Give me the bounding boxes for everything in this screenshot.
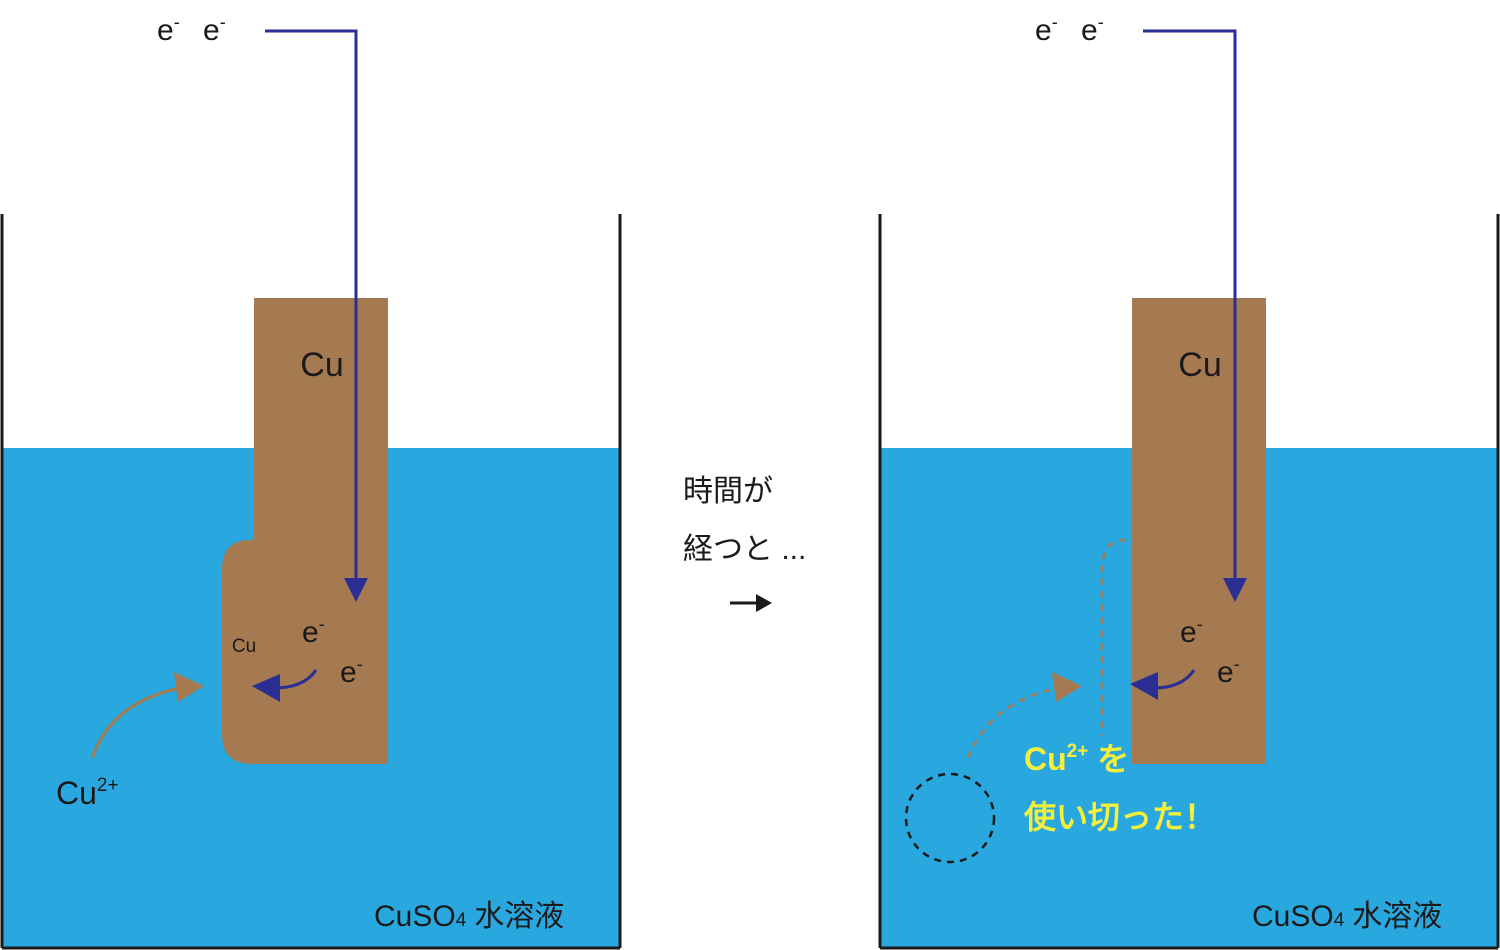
- right-missing-ion-circle: [904, 772, 996, 864]
- right-used-up-line2: 使い切った！: [1023, 799, 1216, 835]
- middle-text-line2: 経つと ...: [683, 533, 806, 566]
- left-electron-wire-arrowhead: [344, 578, 368, 602]
- left-ion-arrow: [90, 686, 181, 759]
- middle-arrow-icon: [756, 594, 772, 612]
- left-electrode-label: Cu: [300, 346, 343, 384]
- right-electron-wire-arrowhead: [1223, 578, 1247, 602]
- left-ion-arrowhead: [174, 672, 204, 702]
- middle-text-line1: 時間が: [683, 475, 773, 508]
- right-electron-2: e-: [1081, 12, 1104, 47]
- left-electron-wire: [265, 29, 358, 580]
- right-electron-1: e-: [1035, 12, 1058, 47]
- right-inner-electron-1: e-: [1180, 614, 1203, 649]
- right-dashed-ion-arrow: [966, 686, 1059, 759]
- left-deposit-label: Cu: [232, 636, 256, 657]
- left-electron-1: e-: [157, 12, 180, 47]
- left-copper-deposit: [222, 540, 290, 764]
- right-dashed-ion-arrowhead: [1052, 672, 1082, 702]
- right-used-up-line1: Cu2+ を: [1024, 741, 1129, 777]
- right-electron-wire: [1143, 29, 1237, 580]
- left-electron-curve-arrowhead: [252, 674, 280, 702]
- right-electron-curve-arrow: [1153, 669, 1196, 690]
- middle-transition: 時間が 経つと ...: [683, 475, 806, 612]
- left-electron-2: e-: [203, 12, 226, 47]
- left-inner-electron-2: e-: [340, 654, 363, 689]
- right-former-deposit-outline: [1100, 538, 1127, 736]
- left-inner-electron-1: e-: [302, 614, 325, 649]
- right-inner-electron-2: e-: [1217, 654, 1240, 689]
- right-electron-curve-arrowhead: [1130, 672, 1158, 700]
- left-ion-label: Cu2+: [56, 775, 119, 811]
- right-electrode-label: Cu: [1178, 346, 1221, 384]
